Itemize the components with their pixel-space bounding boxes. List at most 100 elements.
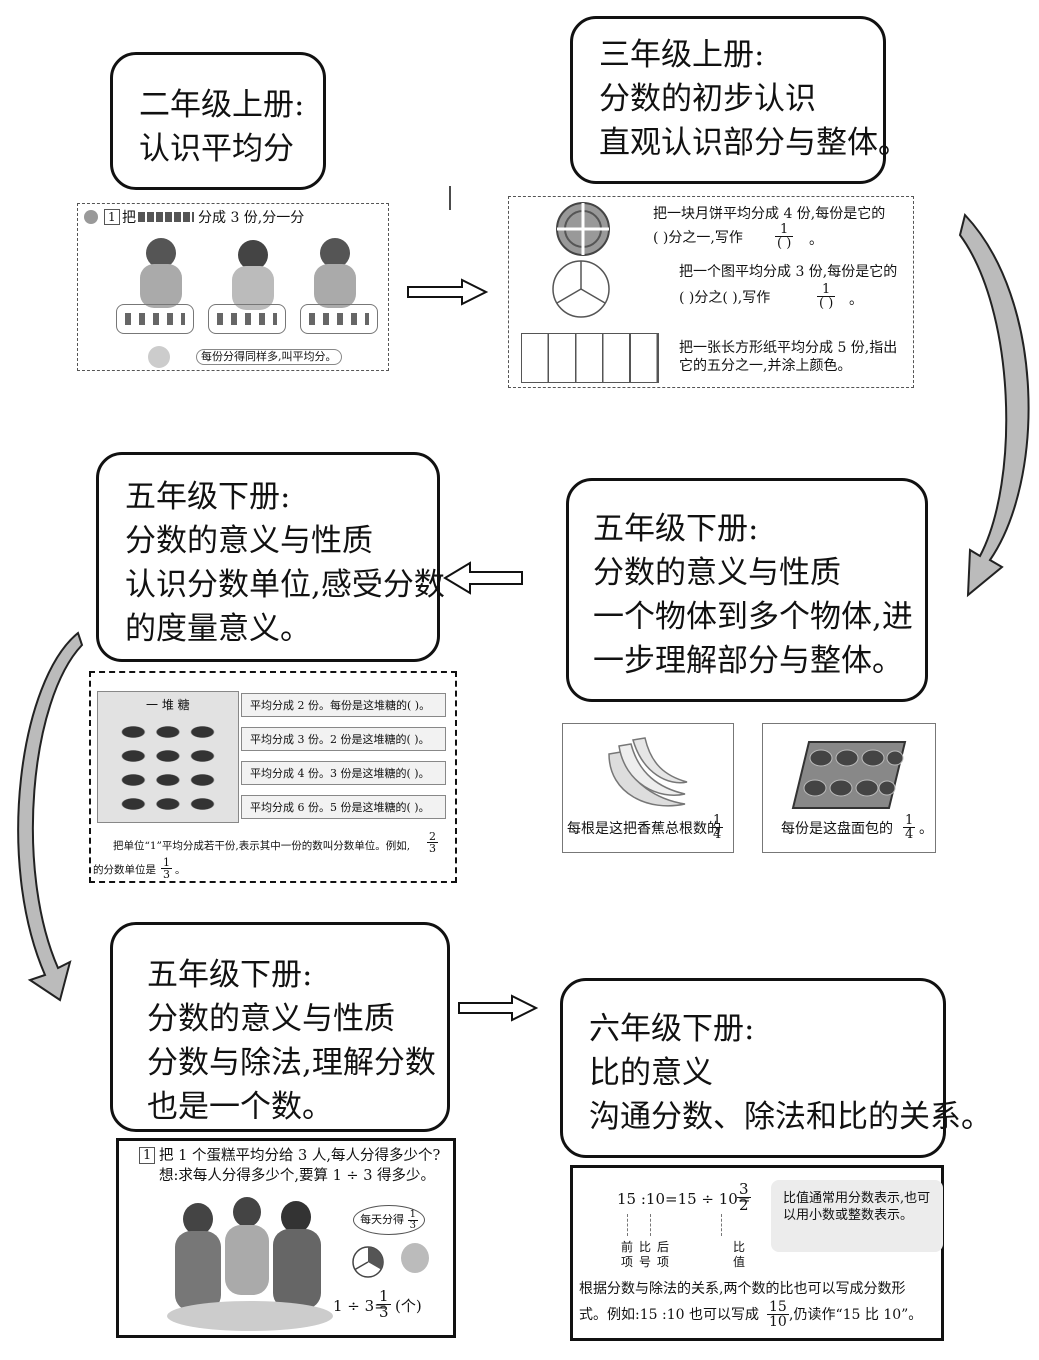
circle-fraction: 1( ) [817, 282, 836, 311]
label-front-term: 前项 [621, 1240, 634, 1269]
box-title: 五年级下册: [125, 479, 291, 515]
box-grade2-up: 二年级上册: 认识平均分 [110, 52, 326, 190]
box-title: 二年级上册: [139, 87, 305, 123]
candy-pile-title: 一 堆 糖 [146, 698, 190, 712]
label-ratio-sign: 比号 [639, 1240, 652, 1269]
candy-row-text: 平均分成 3 份。2 份是这堆糖的 [250, 733, 407, 746]
child-figure [136, 238, 186, 308]
mooncake-fraction: 1( ) [775, 222, 794, 251]
box-line: 分数与除法,理解分数 [147, 1045, 436, 1081]
candy-row: 平均分成 4 份。3 份是这堆糖的( )。 [241, 761, 446, 785]
mooncake-icon [556, 202, 610, 256]
box-line: 直观认识部分与整体。 [599, 125, 909, 161]
share-plate [208, 304, 286, 334]
panel-fraction-unit: 一 堆 糖 平均分成 2 份。每份是这堆糖的( )。 平均分成 3 份。2 份是… [89, 671, 457, 883]
right-arrow-1 [407, 278, 489, 306]
mooncake-text: 把一块月饼平均分成 4 份,每份是它的 [653, 206, 886, 222]
label-back-term: 后项 [657, 1240, 670, 1269]
caption-bubble: 每份分得同样多,叫平均分。 [196, 349, 342, 365]
candy-row-text: 平均分成 6 份。5 份是这堆糖的 [250, 801, 407, 814]
curved-arrow-left [17, 631, 84, 1002]
box-title: 六年级下册: [589, 1011, 755, 1047]
ratio-paragraph-1: 根据分数与除法的关系,两个数的比也可以写成分数形 [579, 1281, 906, 1297]
share-plate [300, 304, 378, 334]
right-arrow-2 [458, 994, 539, 1022]
box-grade5-down-a: 五年级下册: 分数的意义与性质 一个物体到多个物体,进 一步理解部分与整体。 [566, 478, 928, 702]
candy-row-text: 平均分成 4 份。3 份是这堆糖的 [250, 767, 407, 780]
box-line: 认识分数单位,感受分数 [125, 567, 445, 603]
panel-grade3-textbook: 把一块月饼平均分成 4 份,每份是它的 ( )分之一,写作 1( ) 。 把一个… [508, 196, 914, 388]
box-title: 五年级下册: [147, 957, 313, 993]
candy-row-text: 平均分成 2 份。每份是这堆糖的 [250, 699, 407, 712]
task-text-post: 分成 3 份,分一分 [198, 210, 305, 226]
unit-definition-2: 的分数单位是 [93, 864, 156, 876]
candy-grid [116, 720, 220, 816]
mascot-icon [148, 346, 170, 368]
bread-caption: 每份是这盘面包的 [781, 821, 893, 837]
box-title: 五年级下册: [593, 511, 759, 547]
box-grade3-up: 三年级上册: 分数的初步认识 直观认识部分与整体。 [570, 16, 909, 184]
box-grade5-down-c: 五年级下册: 分数的意义与性质 分数与除法,理解分数 也是一个数。 [110, 922, 450, 1132]
bubble-text: 每天分得 [360, 1213, 405, 1226]
think-text: 想:求每人分得多少个,要算 1 ÷ 3 得多少。 [159, 1168, 436, 1184]
family-illustration [165, 1197, 335, 1333]
equation-left: 1 ÷ 3= [333, 1297, 387, 1315]
mooncake-blank: ( )分之一,写作 [653, 230, 743, 246]
box-line: 认识平均分 [139, 131, 294, 167]
panel-grade2-textbook: 1 把 分成 3 份,分一分 每份分得同样多,叫平均分。 [77, 203, 389, 371]
box-grade6-down: 六年级下册: 比的意义 沟通分数、除法和比的关系。 [560, 978, 992, 1158]
curved-arrow-right [958, 212, 1030, 598]
ratio-note: 比值通常用分数表示,也可以用小数或整数表示。 [783, 1191, 931, 1223]
box-line: 分数的意义与性质 [593, 555, 841, 591]
example-badge: 1 [104, 209, 120, 225]
box-line: 分数的初步认识 [599, 81, 816, 117]
task-text-pre: 把 [122, 210, 136, 226]
bread-tray-icon [791, 741, 907, 809]
candy-row: 平均分成 6 份。5 份是这堆糖的( )。 [241, 795, 446, 819]
label-ratio-value: 比值 [733, 1240, 746, 1269]
example-badge: 1 [139, 1147, 156, 1164]
box-line: 也是一个数。 [147, 1089, 333, 1125]
unit-definition: 把单位“1”平均分成若干份,表示其中一份的数叫分数单位。例如, [113, 840, 411, 852]
box-line: 的度量意义。 [125, 611, 311, 647]
box-line: 分数的意义与性质 [147, 1001, 395, 1037]
share-plate [116, 304, 194, 334]
box-line: 一步理解部分与整体。 [593, 643, 903, 679]
candy-row: 平均分成 3 份。2 份是这堆糖的( )。 [241, 727, 446, 751]
equation-unit: (个) [395, 1297, 422, 1315]
child-face-icon [401, 1243, 429, 1273]
question-text: 把 1 个蛋糕平均分给 3 人,每人分得多少个? [159, 1148, 441, 1164]
child-figure [310, 238, 360, 308]
rectangle-strip [521, 333, 659, 383]
box-title: 三年级上册: [599, 37, 765, 73]
circle-blank: ( )分之( ),写作 [679, 290, 771, 306]
box-grade5-down-b: 五年级下册: 分数的意义与性质 认识分数单位,感受分数 的度量意义。 [96, 452, 445, 662]
box-line: 沟通分数、除法和比的关系。 [589, 1099, 992, 1135]
banana-icon [608, 737, 688, 807]
candy-pile-card: 一 堆 糖 [97, 691, 239, 823]
circle-text: 把一个图平均分成 3 份,每份是它的 [679, 264, 898, 280]
banana-caption: 每根是这把香蕉总根数的 [567, 821, 721, 837]
ratio-paragraph-2-pre: 式。例如:15 :10 也可以写成 [579, 1307, 759, 1323]
circle-icon [552, 260, 610, 318]
cake-circle-icon [352, 1246, 384, 1278]
rect-text-2: 它的五分之一,并涂上颜色。 [679, 358, 852, 374]
bulb-icon [84, 210, 98, 224]
items-icon [138, 212, 194, 222]
box-line: 分数的意义与性质 [125, 523, 373, 559]
box-line: 比的意义 [589, 1055, 713, 1091]
panel-fraction-division: 1 把 1 个蛋糕平均分给 3 人,每人分得多少个? 想:求每人分得多少个,要算… [116, 1138, 456, 1338]
